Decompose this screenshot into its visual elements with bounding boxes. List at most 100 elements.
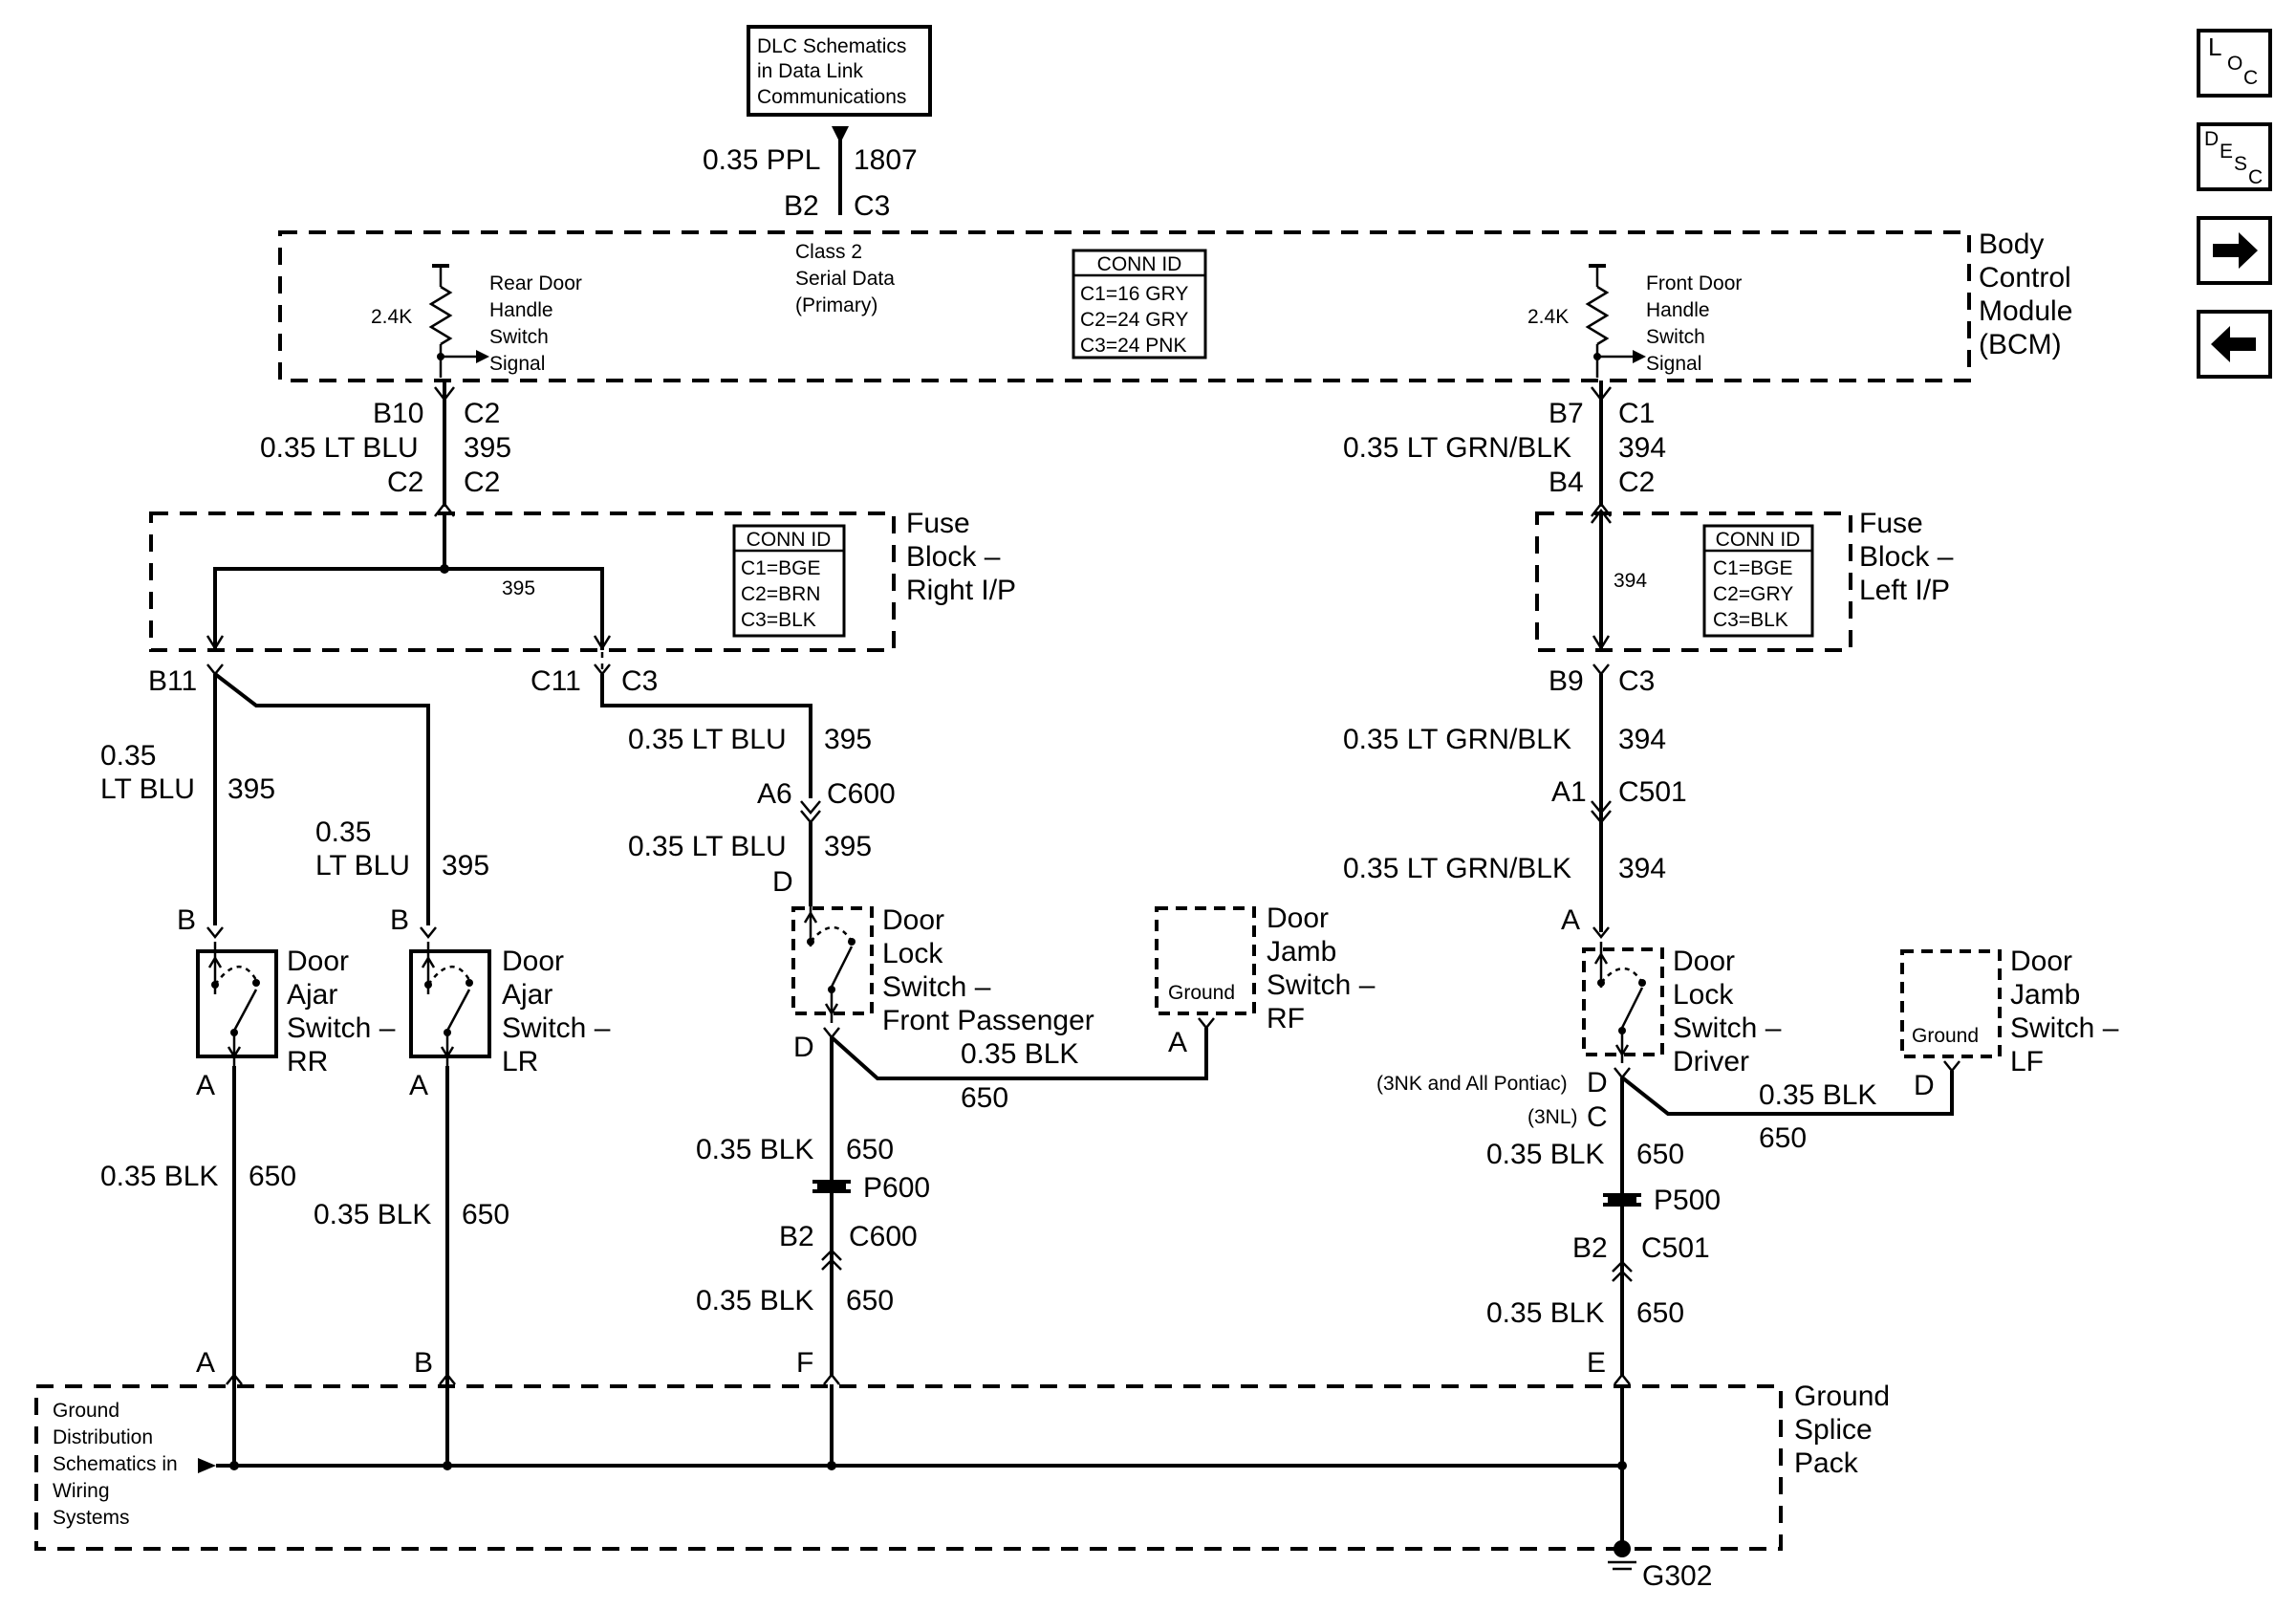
svg-text:Splice: Splice (1794, 1414, 1873, 1446)
svg-text:C2=GRY: C2=GRY (1713, 583, 1793, 605)
fuse-block-right (149, 511, 896, 652)
svg-text:Handle: Handle (489, 299, 553, 321)
svg-text:B: B (414, 1347, 433, 1379)
splice-p600 (812, 1180, 851, 1193)
svg-text:Jamb: Jamb (1267, 936, 1336, 968)
door-ajar-switch-rr (196, 942, 278, 1066)
fuse-left-conn-id-table: CONN ID C1=BGE C2=GRY C3=BLK (1702, 524, 1814, 638)
serial-data-label: Class 2 Serial Data (Primary) (795, 241, 895, 316)
svg-text:395: 395 (227, 773, 275, 805)
svg-text:E: E (1587, 1347, 1606, 1379)
svg-text:C11: C11 (531, 665, 581, 697)
door-ajar-rr-label: Door Ajar Switch – RR (287, 946, 396, 1077)
wire-lf-650 (1620, 1071, 1954, 1116)
svg-text:C3=BLK: C3=BLK (1713, 609, 1788, 631)
next-button[interactable] (2197, 216, 2272, 285)
svg-text:B4: B4 (1549, 467, 1584, 498)
svg-text:D: D (793, 1032, 814, 1063)
svg-text:C2: C2 (1618, 467, 1655, 498)
svg-text:Wiring: Wiring (53, 1480, 110, 1502)
ground-splice-pack-label: Ground Splice Pack (1794, 1381, 1890, 1479)
svg-text:Ground: Ground (1168, 982, 1235, 1004)
svg-text:C: C (1587, 1101, 1608, 1133)
svg-text:Door: Door (882, 904, 944, 936)
svg-text:LF: LF (2010, 1046, 2044, 1077)
svg-text:C2=BRN: C2=BRN (741, 583, 820, 605)
front-resistor-value: 2.4K (1527, 306, 1569, 328)
loc-button[interactable]: L O C (2197, 29, 2272, 98)
svg-text:395: 395 (464, 432, 511, 464)
wire-fp-395 (600, 674, 812, 798)
svg-text:C600: C600 (827, 778, 896, 810)
fuse-right-label: Fuse Block – Right I/P (906, 508, 1016, 606)
fuse-block-left (1535, 511, 1852, 652)
svg-text:395: 395 (442, 850, 489, 881)
svg-text:C2: C2 (387, 467, 423, 498)
prev-button[interactable] (2197, 310, 2272, 379)
pin-b10: B10 (373, 398, 423, 429)
dlc-wire-label: 0.35 PPL (703, 144, 820, 176)
svg-text:0.35 BLK: 0.35 BLK (1759, 1079, 1876, 1111)
dlc-reference-box[interactable]: DLC Schematics in Data Link Communicatio… (747, 25, 932, 117)
svg-text:Jamb: Jamb (2010, 979, 2080, 1011)
svg-text:395: 395 (824, 724, 872, 755)
svg-text:(BCM): (BCM) (1979, 329, 2062, 360)
svg-text:C1: C1 (1618, 398, 1655, 429)
door-lock-fp-label: Door Lock Switch – Front Passenger (882, 904, 1094, 1036)
ground-splice-pack-box (34, 1384, 1783, 1551)
svg-text:F: F (796, 1347, 813, 1379)
ground-g302-icon (1608, 1540, 1636, 1571)
svg-text:394: 394 (1618, 853, 1666, 884)
svg-text:S: S (2234, 153, 2247, 175)
fuse-right-bus (213, 567, 604, 650)
svg-text:D: D (772, 866, 793, 898)
svg-text:Module: Module (1979, 295, 2072, 327)
svg-text:0.35 BLK: 0.35 BLK (696, 1285, 813, 1316)
svg-text:Fuse: Fuse (1859, 508, 1923, 539)
svg-text:Serial Data: Serial Data (795, 268, 895, 290)
svg-text:B: B (390, 904, 409, 936)
svg-text:L: L (2208, 33, 2221, 61)
svg-text:Rear Door: Rear Door (489, 272, 582, 294)
svg-text:O: O (2227, 53, 2242, 75)
svg-text:Signal: Signal (489, 353, 545, 375)
desc-button[interactable]: D E S C (2197, 122, 2272, 191)
svg-text:Handle: Handle (1646, 299, 1710, 321)
svg-text:0.35 BLK: 0.35 BLK (314, 1199, 431, 1230)
svg-text:Switch –: Switch – (2010, 1012, 2119, 1044)
svg-text:Ajar: Ajar (502, 979, 552, 1011)
door-jamb-rf-label: Door Jamb Switch – RF (1267, 903, 1375, 1034)
bcm-box (278, 230, 1971, 382)
svg-text:LT BLU: LT BLU (100, 773, 195, 805)
svg-text:C501: C501 (1618, 776, 1687, 808)
svg-text:C1=BGE: C1=BGE (741, 557, 820, 579)
door-lock-driver-label: Door Lock Switch – Driver (1673, 946, 1782, 1077)
svg-text:Ground: Ground (53, 1400, 119, 1422)
svg-text:(Primary): (Primary) (795, 294, 877, 316)
svg-text:650: 650 (1636, 1139, 1684, 1170)
ground-distribution-reference[interactable]: Ground Distribution Schematics in Wiring… (53, 1400, 178, 1529)
svg-text:DLC Schematics: DLC Schematics (757, 35, 906, 57)
svg-text:Switch –: Switch – (1673, 1012, 1782, 1044)
svg-text:Right I/P: Right I/P (906, 575, 1016, 606)
svg-text:C3=BLK: C3=BLK (741, 609, 816, 631)
rear-handle-resistor (428, 264, 489, 378)
svg-text:Ground: Ground (1912, 1025, 1979, 1047)
svg-text:Front Passenger: Front Passenger (882, 1005, 1094, 1036)
svg-text:Communications: Communications (757, 86, 906, 108)
svg-text:Pack: Pack (1794, 1447, 1859, 1479)
door-lock-switch-front-passenger (791, 906, 874, 1023)
rear-handle-label: Rear Door Handle Switch Signal (489, 272, 582, 375)
svg-text:0.35 LT BLU: 0.35 LT BLU (628, 724, 787, 755)
svg-text:CONN ID: CONN ID (1097, 253, 1182, 275)
svg-text:0.35 BLK: 0.35 BLK (1486, 1297, 1604, 1329)
svg-text:650: 650 (961, 1082, 1008, 1114)
svg-text:CONN ID: CONN ID (747, 529, 832, 551)
svg-text:in Data Link: in Data Link (757, 60, 863, 82)
svg-text:RF: RF (1267, 1003, 1305, 1034)
svg-text:P500: P500 (1654, 1185, 1721, 1216)
svg-text:C1=BGE: C1=BGE (1713, 557, 1792, 579)
front-handle-label: Front Door Handle Switch Signal (1646, 272, 1742, 375)
svg-text:Ground: Ground (1794, 1381, 1890, 1412)
dlc-circuit: 1807 (854, 144, 918, 176)
